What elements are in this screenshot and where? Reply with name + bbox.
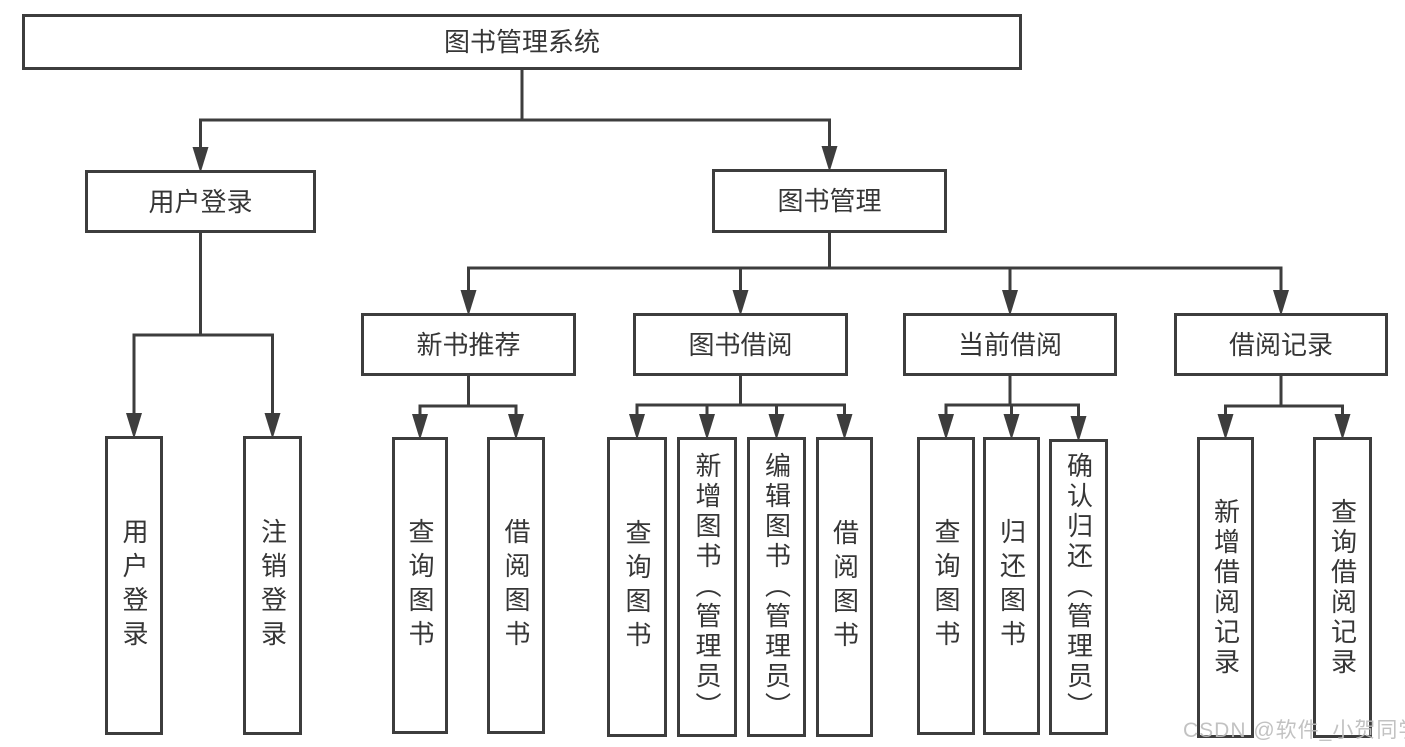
node-label: 图书管理系统 [443,27,600,57]
node-leaf-query-cur: 查询图书 [917,437,975,735]
node-label: 用户登录 [119,517,149,654]
node-label: 归还图书 [996,518,1027,654]
node-label: 借阅图书 [501,517,531,654]
node-leaf-user-login: 用户登录 [105,436,163,735]
node-label: 当前借阅 [957,329,1062,360]
node-label: 注销登录 [257,517,288,654]
node-label: 确认归还（管理员） [1063,452,1094,722]
node-leaf-query-new: 查询图书 [392,437,448,734]
watermark: CSDN @软件_小贺同学 [1183,719,1405,742]
node-label: 查询借阅记录 [1327,497,1358,678]
node-leaf-confirm: 确认归还（管理员） [1049,439,1108,735]
node-leaf-query-bb: 查询图书 [607,437,667,737]
node-newbook: 新书推荐 [361,313,576,376]
node-label: 查询图书 [405,517,435,654]
node-leaf-add-rec: 新增借阅记录 [1197,437,1254,738]
node-label: 借阅图书 [829,519,860,655]
node-label: 新增图书（管理员） [692,452,722,722]
node-leaf-borrow-new: 借阅图书 [487,437,545,734]
node-label: 编辑图书（管理员） [761,452,792,722]
node-leaf-edit-book: 编辑图书（管理员） [747,437,806,737]
node-leaf-return: 归还图书 [983,437,1040,735]
node-current: 当前借阅 [903,313,1117,376]
node-label: 查询图书 [931,518,961,654]
node-label: 新书推荐 [416,329,521,360]
node-label: 查询图书 [622,519,652,655]
node-leaf-borrow-book: 借阅图书 [816,437,873,737]
node-label: 新增借阅记录 [1210,497,1241,678]
node-records: 借阅记录 [1174,313,1388,376]
node-leaf-query-rec: 查询借阅记录 [1313,437,1372,738]
node-label: 用户登录 [148,186,253,217]
node-leaf-add-book: 新增图书（管理员） [677,437,737,737]
node-root: 图书管理系统 [22,14,1022,70]
node-leaf-logout: 注销登录 [243,436,302,735]
node-label: 图书借阅 [688,329,793,360]
node-label: 借阅记录 [1228,329,1333,360]
node-mgmt: 图书管理 [712,169,947,233]
node-bookborrow: 图书借阅 [633,313,848,376]
node-label: 图书管理 [777,186,882,216]
node-login: 用户登录 [85,170,316,233]
